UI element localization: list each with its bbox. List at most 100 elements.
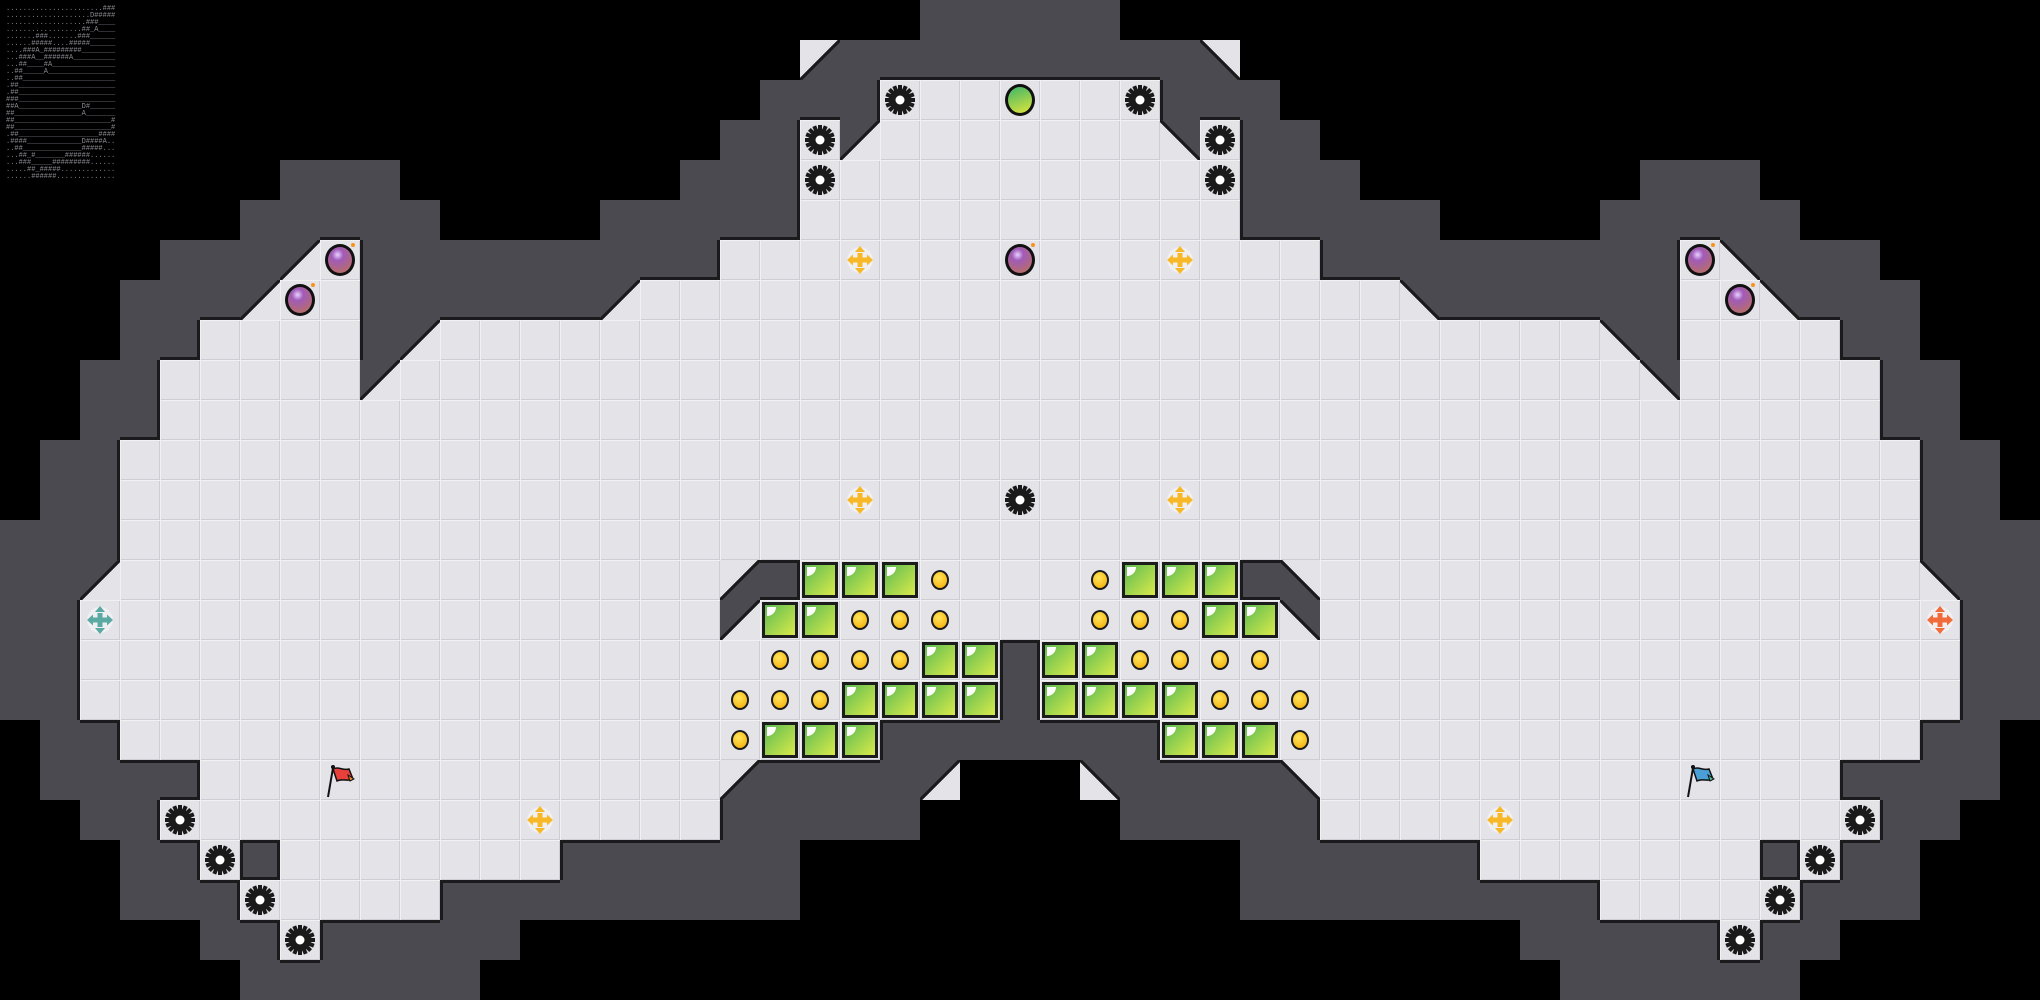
move-arrows-icon xyxy=(1487,806,1513,834)
floor-tile xyxy=(720,640,760,680)
bomb[interactable] xyxy=(1680,240,1720,280)
green-block[interactable] xyxy=(1200,720,1240,760)
floor-tile xyxy=(960,280,1000,320)
green-block[interactable] xyxy=(840,720,880,760)
wall-tile xyxy=(1120,800,1160,840)
green-block[interactable] xyxy=(920,680,960,720)
green-block-icon xyxy=(962,682,998,718)
green-block[interactable] xyxy=(1040,640,1080,680)
wall-tile xyxy=(1640,920,1680,960)
floor-tile xyxy=(1840,680,1880,720)
floor-tile xyxy=(1880,440,1920,480)
wall-tile xyxy=(520,880,560,920)
move-cross-orange[interactable] xyxy=(1920,600,1960,640)
wall-tile xyxy=(1160,800,1200,840)
green-block[interactable] xyxy=(1080,680,1120,720)
green-block[interactable] xyxy=(1040,680,1080,720)
wall-tile xyxy=(1000,680,1040,720)
floor-tile xyxy=(1440,520,1480,560)
green-block[interactable] xyxy=(800,720,840,760)
floor-tile xyxy=(1760,680,1800,720)
floor-tile xyxy=(280,640,320,680)
green-block[interactable] xyxy=(1240,600,1280,640)
floor-tile xyxy=(1760,600,1800,640)
slope-wall-tile xyxy=(720,600,760,640)
floor-tile xyxy=(320,680,360,720)
green-block[interactable] xyxy=(800,600,840,640)
floor-tile xyxy=(800,280,840,320)
bomb[interactable] xyxy=(1720,280,1760,320)
green-block[interactable] xyxy=(760,600,800,640)
floor-tile xyxy=(1680,640,1720,680)
floor-tile xyxy=(320,720,360,760)
green-block[interactable] xyxy=(760,720,800,760)
green-block[interactable] xyxy=(880,680,920,720)
floor-tile xyxy=(880,520,920,560)
player-ball[interactable] xyxy=(1000,80,1040,120)
coin-icon xyxy=(1251,690,1269,710)
move-cross-yellow[interactable] xyxy=(520,800,560,840)
floor-tile xyxy=(1360,400,1400,440)
floor-tile xyxy=(840,280,880,320)
green-block[interactable] xyxy=(1160,720,1200,760)
wall-tile xyxy=(160,880,200,920)
wall-tile xyxy=(1960,520,2000,560)
move-cross-yellow[interactable] xyxy=(1480,800,1520,840)
wall-tile xyxy=(640,840,680,880)
floor-tile xyxy=(1600,640,1640,680)
floor-tile xyxy=(600,680,640,720)
tile-map-text: .......................###..............… xyxy=(6,6,115,181)
floor-tile xyxy=(520,600,560,640)
move-cross-teal[interactable] xyxy=(80,600,120,640)
floor-tile xyxy=(1080,280,1120,320)
green-block[interactable] xyxy=(1080,640,1120,680)
wall-tile xyxy=(1680,200,1720,240)
wall-tile xyxy=(1080,40,1120,80)
wall-tile xyxy=(1400,200,1440,240)
wall-tile xyxy=(1640,200,1680,240)
coin xyxy=(1080,600,1120,640)
green-block[interactable] xyxy=(1120,680,1160,720)
green-block[interactable] xyxy=(840,680,880,720)
green-block[interactable] xyxy=(1160,560,1200,600)
wall-tile xyxy=(800,760,840,800)
floor-tile xyxy=(1120,200,1160,240)
bomb[interactable] xyxy=(280,280,320,320)
coin xyxy=(1160,640,1200,680)
green-block[interactable] xyxy=(1200,560,1240,600)
wall-tile xyxy=(240,240,280,280)
green-block[interactable] xyxy=(1120,560,1160,600)
green-block[interactable] xyxy=(1200,600,1240,640)
floor-tile xyxy=(320,480,360,520)
slope-wall-tile xyxy=(1600,320,1640,360)
wall-tile xyxy=(2000,640,2040,680)
bomb[interactable] xyxy=(1000,240,1040,280)
move-cross-yellow[interactable] xyxy=(1160,240,1200,280)
floor-tile xyxy=(960,440,1000,480)
move-cross-yellow[interactable] xyxy=(840,480,880,520)
green-block[interactable] xyxy=(1160,680,1200,720)
green-block[interactable] xyxy=(800,560,840,600)
wall-tile xyxy=(2000,600,2040,640)
floor-tile xyxy=(1120,240,1160,280)
move-cross-yellow[interactable] xyxy=(1160,480,1200,520)
move-arrows-icon xyxy=(1167,246,1193,274)
green-block[interactable] xyxy=(920,640,960,680)
green-block[interactable] xyxy=(960,640,1000,680)
floor-tile xyxy=(960,120,1000,160)
wall-tile xyxy=(1840,880,1880,920)
green-block[interactable] xyxy=(840,560,880,600)
green-block[interactable] xyxy=(960,680,1000,720)
green-block[interactable] xyxy=(880,560,920,600)
floor-tile xyxy=(1560,440,1600,480)
slope-wall-tile xyxy=(1160,120,1200,160)
move-cross-yellow[interactable] xyxy=(840,240,880,280)
floor-tile xyxy=(1800,440,1840,480)
wall-tile xyxy=(1960,760,2000,800)
green-block[interactable] xyxy=(1240,720,1280,760)
bomb[interactable] xyxy=(320,240,360,280)
floor-tile xyxy=(480,840,520,880)
wall-tile xyxy=(1880,760,1920,800)
wall-tile xyxy=(800,800,840,840)
wall-tile xyxy=(1280,800,1320,840)
